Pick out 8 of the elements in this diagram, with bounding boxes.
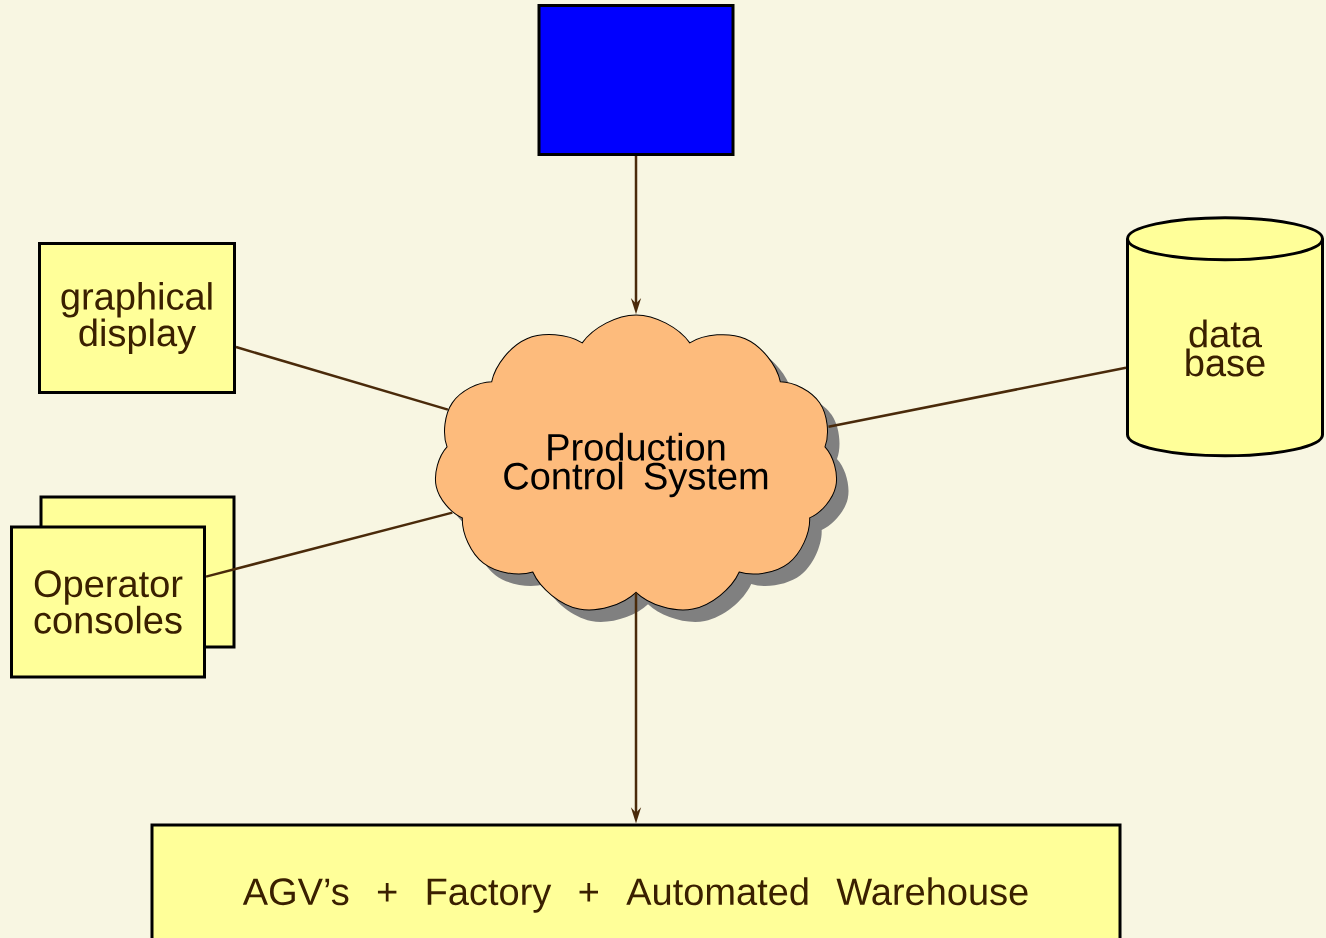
database-cylinder: data base (1126, 216, 1324, 458)
connector-line (828, 366, 1127, 428)
connector-line (235, 345, 449, 411)
stacked-boxes: Operator consoles (10, 495, 236, 679)
process-box: graphical display (38, 242, 236, 394)
process-box: AGV’s + Factory + Automated Warehouse (150, 823, 1122, 938)
connector-line (205, 511, 453, 578)
process-box (537, 4, 735, 156)
